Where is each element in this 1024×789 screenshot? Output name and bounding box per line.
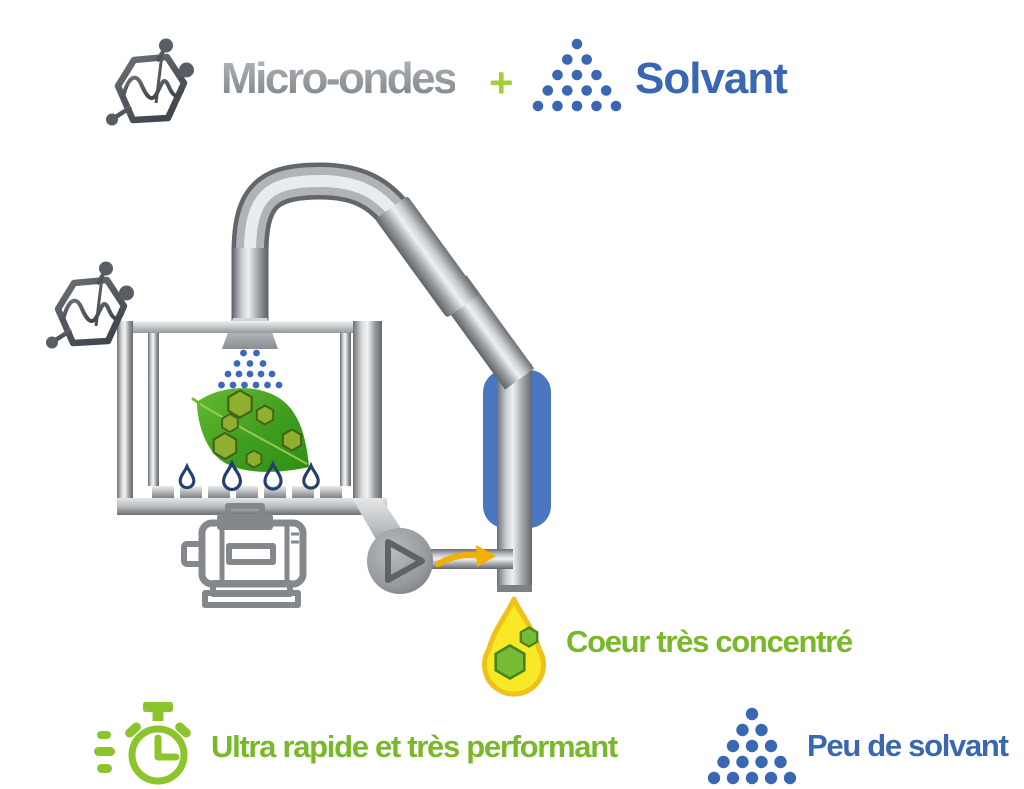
concentrated-extract-drop <box>482 596 546 697</box>
pump <box>367 528 513 594</box>
solvent-dots-icon <box>532 38 622 112</box>
plus-sign: + <box>489 59 514 106</box>
microwave-molecule-icon <box>106 39 194 126</box>
speed-line <box>97 764 112 773</box>
vessel-wall-right <box>353 321 382 515</box>
concentrate-label: Coeur très concentré <box>566 624 853 659</box>
speed-label: Ultra rapide et très performant <box>211 729 618 764</box>
flow-arrow <box>435 545 496 567</box>
pump-triangle <box>385 539 425 583</box>
leaf-with-actives <box>191 388 309 472</box>
feed-pipe <box>222 248 278 349</box>
clock-hands <box>154 734 180 761</box>
inner-wall-left <box>148 333 159 486</box>
vessel-rim <box>117 321 382 333</box>
vessel-wall-left <box>117 321 133 515</box>
motor-icon <box>181 503 307 608</box>
inner-wall-right <box>340 333 351 486</box>
low-solvent-dots-icon <box>707 707 797 785</box>
solvent-spray-dots <box>218 349 283 389</box>
solvent-label: Solvant <box>635 54 788 103</box>
pump-body <box>367 528 433 594</box>
microwave-label: Micro-ondes <box>221 54 458 103</box>
low-solvent-label: Peu de solvant <box>807 728 1009 763</box>
speed-line <box>97 731 111 739</box>
stopwatch-icon <box>94 702 191 785</box>
pump-discharge-pipe <box>428 549 513 569</box>
speed-line <box>94 747 115 756</box>
